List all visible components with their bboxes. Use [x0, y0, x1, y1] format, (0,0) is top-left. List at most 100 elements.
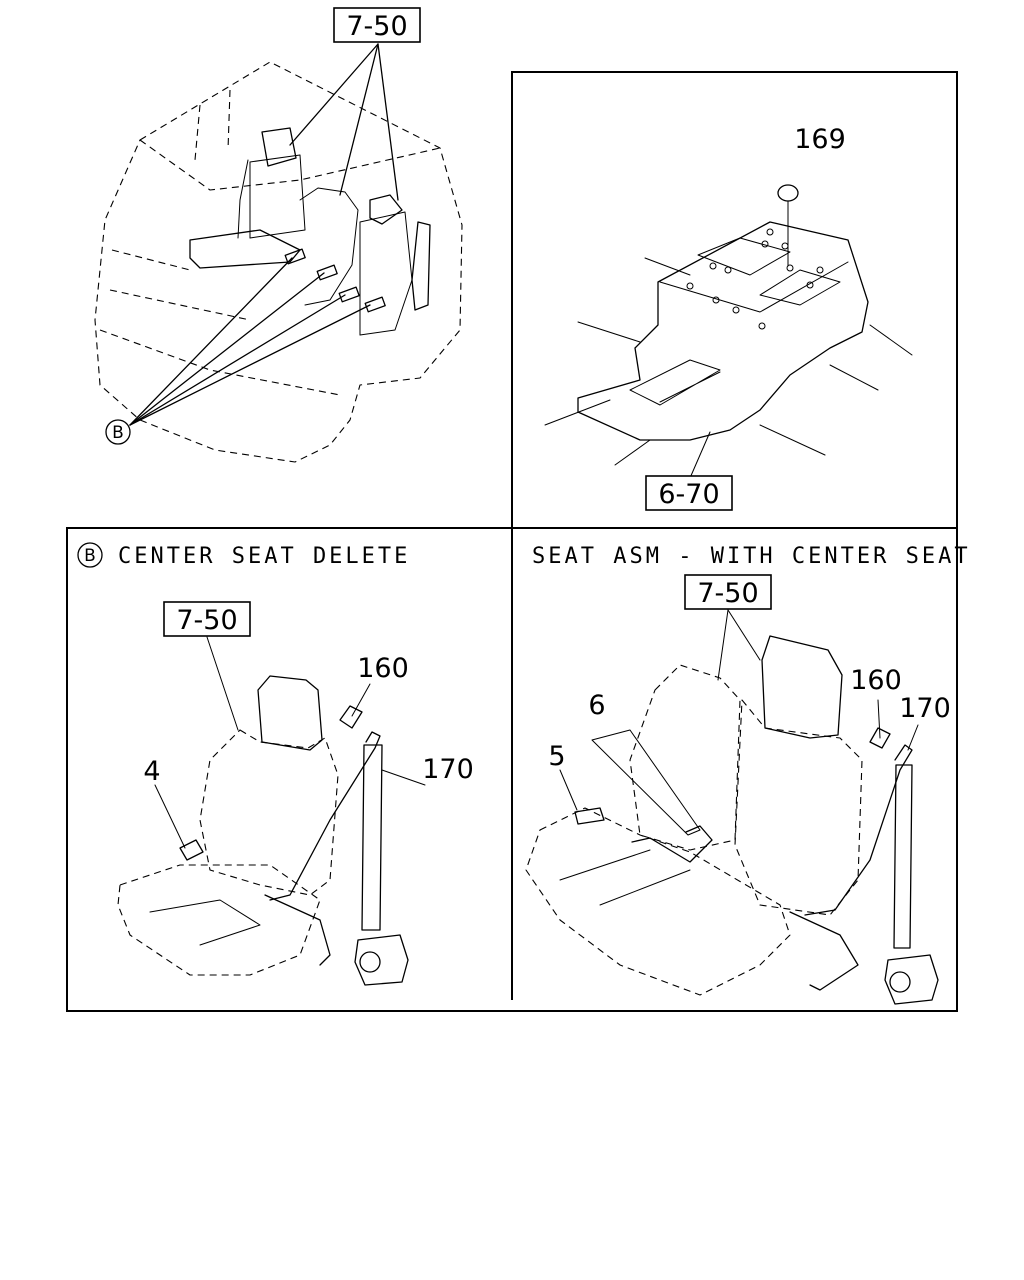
b-leader-1 [129, 257, 293, 426]
console-floor-line-5 [829, 364, 879, 391]
buckle-2 [316, 264, 338, 281]
left-panel-seat-back [199, 729, 339, 896]
left-panel-buckle [179, 839, 204, 861]
buckle-4 [364, 296, 386, 313]
left-headrest [261, 127, 297, 167]
console-floor-line-1 [544, 399, 611, 426]
left-panel-shoulder-belt [269, 731, 381, 901]
right-retractor [411, 221, 431, 311]
console-body [577, 221, 869, 441]
cab-rear-window [194, 89, 231, 161]
left-seat-back [249, 154, 306, 239]
part-160-right-label: 160 [850, 665, 902, 696]
console-floor-line-2 [577, 321, 641, 343]
b-leader-2 [129, 272, 325, 426]
left-panel-cushion-seam [149, 899, 261, 946]
console-ref-label: 6-70 [658, 479, 719, 510]
right-seat-back [359, 211, 413, 336]
cab-outline [94, 61, 463, 463]
right-panel-cover [869, 727, 891, 749]
buckle-3 [338, 286, 360, 303]
main-ref-box [333, 7, 421, 43]
buckle-1 [284, 248, 306, 265]
console-pad-1 [697, 237, 791, 276]
right-panel-retractor [884, 954, 939, 1005]
right-panel-seat-back [734, 699, 863, 916]
left-panel-seat-cushion [117, 864, 321, 976]
seat-asm-center-panel: SEAT ASM - WITH CENTER SEAT 7-50 5 6 170… [525, 544, 971, 1005]
b-caption-circle [77, 542, 103, 568]
right-panel-belt-webbing [893, 764, 913, 949]
center-seat [299, 187, 359, 306]
left-panel-lap-belt [264, 894, 331, 966]
part-5-label: 5 [548, 741, 565, 772]
part-169-label: 169 [794, 124, 846, 155]
left-seat-cushion [189, 229, 301, 269]
right-ref-leader-2 [727, 609, 761, 661]
part-160-right-leader [877, 699, 881, 739]
part-160-left-leader [351, 683, 371, 717]
left-panel-retractor [354, 934, 409, 986]
part-6-leader-wedge [591, 729, 701, 836]
left-ref-box [163, 601, 251, 637]
right-headrest [369, 194, 403, 225]
right-ref-leader-1 [717, 609, 729, 681]
cab-overview: B 7-50 [94, 7, 463, 463]
panel-frames [66, 71, 958, 1012]
console-tray [629, 359, 721, 406]
bench-cushion-seams [559, 849, 691, 906]
right-panel-retractor-spool [889, 971, 911, 993]
left-panel-cover [339, 705, 363, 729]
part-4-leader [154, 784, 186, 849]
left-panel-headrest [257, 675, 323, 751]
ref-leader-1 [289, 43, 379, 146]
main-ref-label: 7-50 [346, 11, 407, 42]
part-170-left-leader [381, 769, 426, 786]
left-ref-leader [206, 636, 239, 731]
right-ref-label: 7-50 [697, 578, 758, 609]
right-panel-headrest [761, 635, 843, 739]
right-panel-lap-belt [789, 911, 859, 991]
right-ref-box [684, 574, 772, 610]
b-callout-label: B [112, 423, 124, 443]
console-floor-line-6 [759, 424, 826, 456]
part-6-label: 6 [588, 690, 605, 721]
console-floor-line-7 [614, 439, 651, 466]
part-170-right-label: 170 [899, 693, 951, 724]
part-170-right-leader [907, 724, 919, 751]
b-callout-circle [105, 419, 131, 445]
b-leader-3 [129, 294, 346, 426]
center-seat-delete-panel: B CENTER SEAT DELETE 7-50 4 170 160 [77, 542, 474, 986]
left-ref-label: 7-50 [176, 605, 237, 636]
console-panel-frame [511, 71, 958, 529]
center-lap-belt [631, 825, 713, 863]
part-160-left-label: 160 [357, 653, 409, 684]
right-caption: SEAT ASM - WITH CENTER SEAT [532, 544, 971, 569]
console-ref-box [645, 475, 733, 511]
console-ref-leader [689, 431, 711, 479]
left-caption: CENTER SEAT DELETE [118, 544, 410, 569]
ref-leader-3 [377, 43, 399, 201]
cab-rear-wall [139, 139, 441, 191]
bench-cushion [525, 807, 791, 996]
console-floor-line-3 [644, 257, 691, 276]
b-leader-4 [129, 304, 371, 426]
b-caption-symbol: B [84, 546, 96, 566]
console-top-edge [659, 261, 849, 313]
left-panel-belt-webbing [361, 744, 383, 931]
center-seat-back [629, 664, 741, 851]
ref-leader-2 [339, 43, 379, 196]
left-panel-retractor-spool [359, 951, 381, 973]
right-panel-buckle-5 [574, 807, 605, 825]
console-floor-line-4 [869, 324, 913, 356]
left-belt [237, 159, 249, 239]
right-panel-shoulder-belt [804, 744, 913, 916]
cab-floor-lines [99, 249, 341, 396]
part-5-leader [559, 769, 578, 811]
console-pad-2 [759, 269, 841, 306]
part-170-left-label: 170 [422, 754, 474, 785]
console-detail: 169 6-70 [544, 124, 913, 511]
console-holes [686, 228, 824, 330]
part-4-label: 4 [143, 756, 160, 787]
